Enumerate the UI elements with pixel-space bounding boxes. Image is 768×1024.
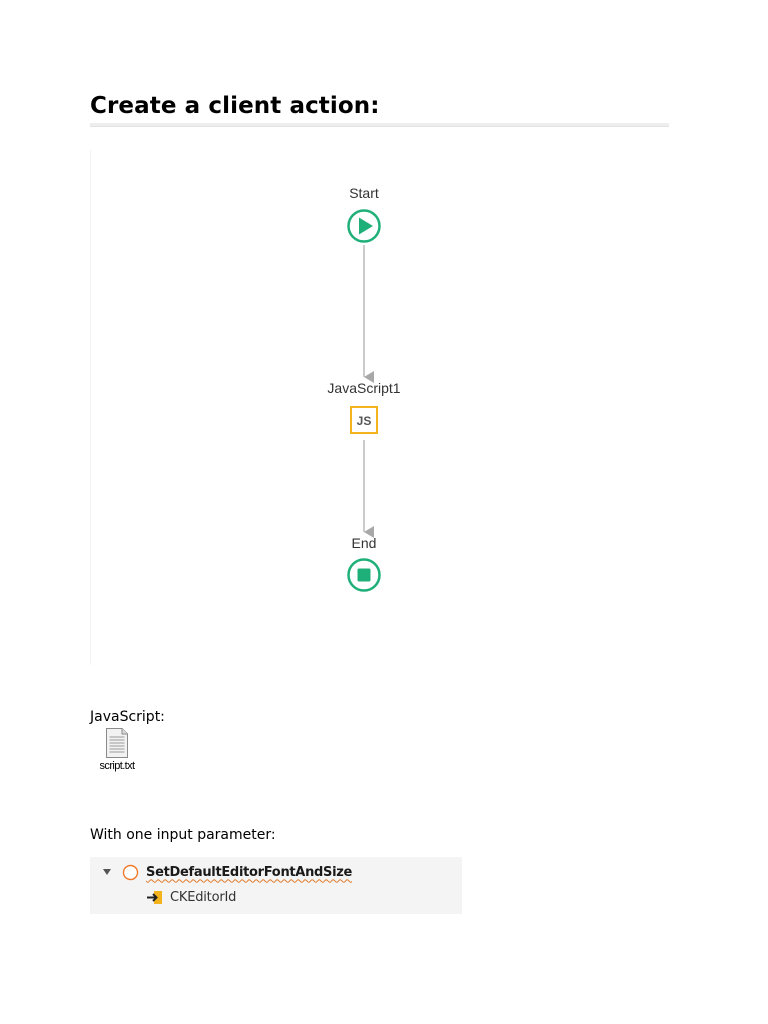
attachment-file-name: script.txt <box>99 760 136 772</box>
tree-item-action[interactable]: SetDefaultEditorFontAndSize <box>102 862 352 882</box>
js-badge: JS <box>357 414 372 428</box>
end-node[interactable] <box>347 558 381 592</box>
text-file-icon <box>106 728 128 758</box>
flow-diagram: Start JavaScript1 JS End <box>327 185 401 592</box>
client-action-flow-canvas: Start JavaScript1 JS End <box>90 150 668 665</box>
start-node[interactable] <box>347 209 381 243</box>
script-node-label: JavaScript1 <box>327 380 400 396</box>
javascript-caption: JavaScript: <box>90 709 165 725</box>
tree-item-input-parameter[interactable]: CKEditorId <box>146 887 236 907</box>
expand-triangle-icon[interactable] <box>102 867 112 877</box>
page-title: Create a client action: <box>90 93 380 119</box>
play-icon <box>359 217 373 235</box>
end-node-label: End <box>352 535 377 551</box>
client-action-circle-icon <box>122 864 139 880</box>
title-divider <box>90 123 669 127</box>
javascript-node[interactable]: JS <box>350 406 378 434</box>
start-node-label: Start <box>349 185 379 201</box>
client-action-name: SetDefaultEditorFontAndSize <box>146 864 353 880</box>
input-parameter-icon <box>147 890 162 904</box>
input-parameter-caption: With one input parameter: <box>90 827 276 843</box>
input-parameter-name: CKEditorId <box>170 889 237 905</box>
script-attachment[interactable]: script.txt <box>92 728 144 774</box>
stop-icon <box>357 568 371 582</box>
js-node-box <box>350 406 378 434</box>
action-tree-panel: SetDefaultEditorFontAndSize CKEditorId <box>90 857 462 914</box>
